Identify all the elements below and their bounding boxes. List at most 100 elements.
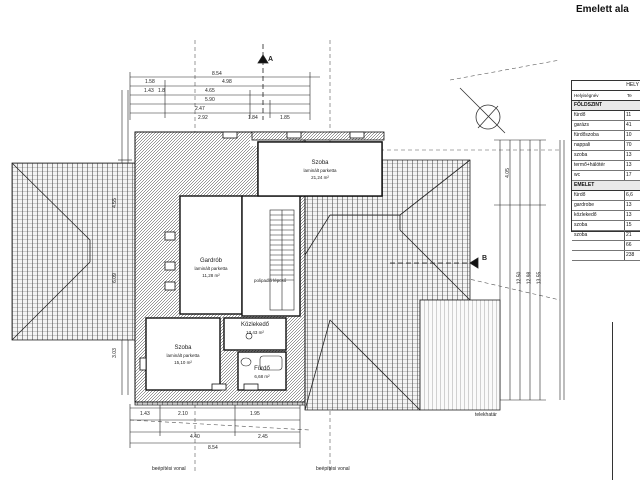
dim-bottom-3: 1.95	[250, 411, 260, 417]
area-table-col-headers: Helyiségnév Te	[572, 91, 640, 101]
area-table-col1: Helyiségnév	[574, 93, 599, 98]
row-name: fürdő	[572, 111, 625, 120]
dim-top-7: 5.90	[205, 97, 215, 103]
dim-top-3: 8.54	[212, 71, 222, 77]
room-label-corridor: Közlekedő 13,43 m²	[224, 322, 286, 336]
room-bath-name: Fürdő	[254, 366, 270, 372]
dim-left-2: 6.09	[111, 273, 118, 283]
room-label-mid: Gardrób laminált parketta 11,28 m²	[180, 258, 242, 279]
dim-right-3: 12.98	[526, 271, 533, 285]
row-value: 11	[626, 112, 632, 118]
room-left-name: Szoba	[174, 345, 192, 351]
room-corridor-area: 13,43 m²	[246, 330, 264, 335]
room-bath-area: 6,68 m²	[254, 374, 270, 379]
row-name: közlekedő	[572, 211, 625, 220]
dim-top-9: 2.92	[198, 115, 208, 121]
row-value: 41	[626, 122, 632, 128]
section-markers	[257, 44, 479, 269]
room-label-left: Szoba laminált parketta 15,10 m²	[146, 345, 220, 366]
row-name: szoba	[572, 231, 625, 240]
row-value: 10	[626, 132, 632, 138]
dim-right-4: 13.55	[536, 271, 543, 285]
room-mid-name: Gardrób	[199, 258, 222, 264]
room-label-top: Szoba laminált parketta 21,24 m²	[258, 160, 382, 181]
row-name: fürdőszoba	[572, 131, 625, 140]
dim-top-1: 1.58	[145, 79, 155, 85]
bottom-dimension-lines	[129, 404, 301, 448]
room-left-sub: laminált parketta	[166, 353, 200, 358]
area-table-header: HELY	[572, 81, 640, 91]
dim-bottom-2: 2.10	[178, 411, 188, 417]
terrace-deck	[419, 299, 501, 411]
row-name: garázs	[572, 121, 625, 130]
row-name: szoba	[572, 221, 625, 230]
row-name	[572, 241, 625, 250]
area-table-col2: Te	[627, 93, 632, 98]
roof-left	[11, 162, 141, 341]
dim-top-2: 4.98	[222, 79, 232, 85]
stair-label: polipadló lépcső	[254, 278, 287, 283]
room-top-area: 21,24 m²	[311, 175, 329, 180]
dim-bottom-6: 8.54	[208, 445, 218, 451]
bath-fixtures	[240, 332, 283, 371]
dim-top-4: 1.43	[144, 88, 154, 94]
row-name: gardrobe	[572, 201, 625, 210]
boundary-label: telekhatár	[475, 412, 497, 418]
row-value: 13	[626, 212, 632, 218]
area-table-section-upper: EMELET	[572, 181, 640, 191]
room-top-floor	[257, 141, 383, 197]
dim-top-10: 1.84	[248, 115, 258, 121]
right-dimension-lines	[494, 139, 565, 401]
drawing-title: Emelett ala	[576, 4, 629, 15]
row-name: termő+hálótér	[572, 161, 625, 170]
row-value: 13	[626, 162, 632, 168]
dim-top-8: 2.47	[195, 106, 205, 112]
dim-top-5: 1.8	[158, 88, 165, 94]
row-value: 15	[626, 222, 632, 228]
dim-right-1: 4.05	[504, 168, 511, 178]
dim-right-2: 12.50	[516, 271, 523, 285]
room-left-area: 15,10 m²	[174, 360, 192, 365]
row-value: 238	[626, 252, 635, 258]
row-value: 21	[626, 232, 632, 238]
windows	[139, 131, 365, 391]
north-arrow-icon	[459, 87, 506, 134]
row-name	[572, 251, 625, 260]
room-corridor-name: Közlekedő	[240, 322, 270, 328]
dim-left-3: 3.03	[111, 348, 118, 358]
room-mid-sub: laminált parketta	[194, 266, 228, 271]
row-value: 13	[626, 202, 632, 208]
table-row: 238	[572, 251, 640, 261]
dim-bottom-4: 4.40	[190, 434, 200, 440]
row-value: 70	[626, 142, 632, 148]
top-dimension-lines	[129, 72, 320, 120]
dim-left-1: 4.55	[111, 198, 118, 208]
row-value: 6,6	[626, 192, 633, 198]
building-line-label-right: beépítési vonal	[316, 466, 350, 472]
row-name: szoba	[572, 151, 625, 160]
row-value: 13	[626, 152, 632, 158]
area-table-section-ground: FÖLDSZINT	[572, 101, 640, 111]
stair	[269, 209, 295, 311]
table-row: 66	[572, 241, 640, 251]
dim-top-11: 1.85	[280, 115, 290, 121]
row-value: 17	[626, 172, 632, 178]
row-name: wc	[572, 171, 625, 180]
section-marker-b: B	[482, 255, 488, 262]
row-name: fürdő	[572, 191, 625, 200]
dim-bottom-1: 1.43	[140, 411, 150, 417]
room-label-bath: Fürdő 6,68 m²	[238, 366, 286, 380]
room-top-name: Szoba	[311, 160, 329, 166]
